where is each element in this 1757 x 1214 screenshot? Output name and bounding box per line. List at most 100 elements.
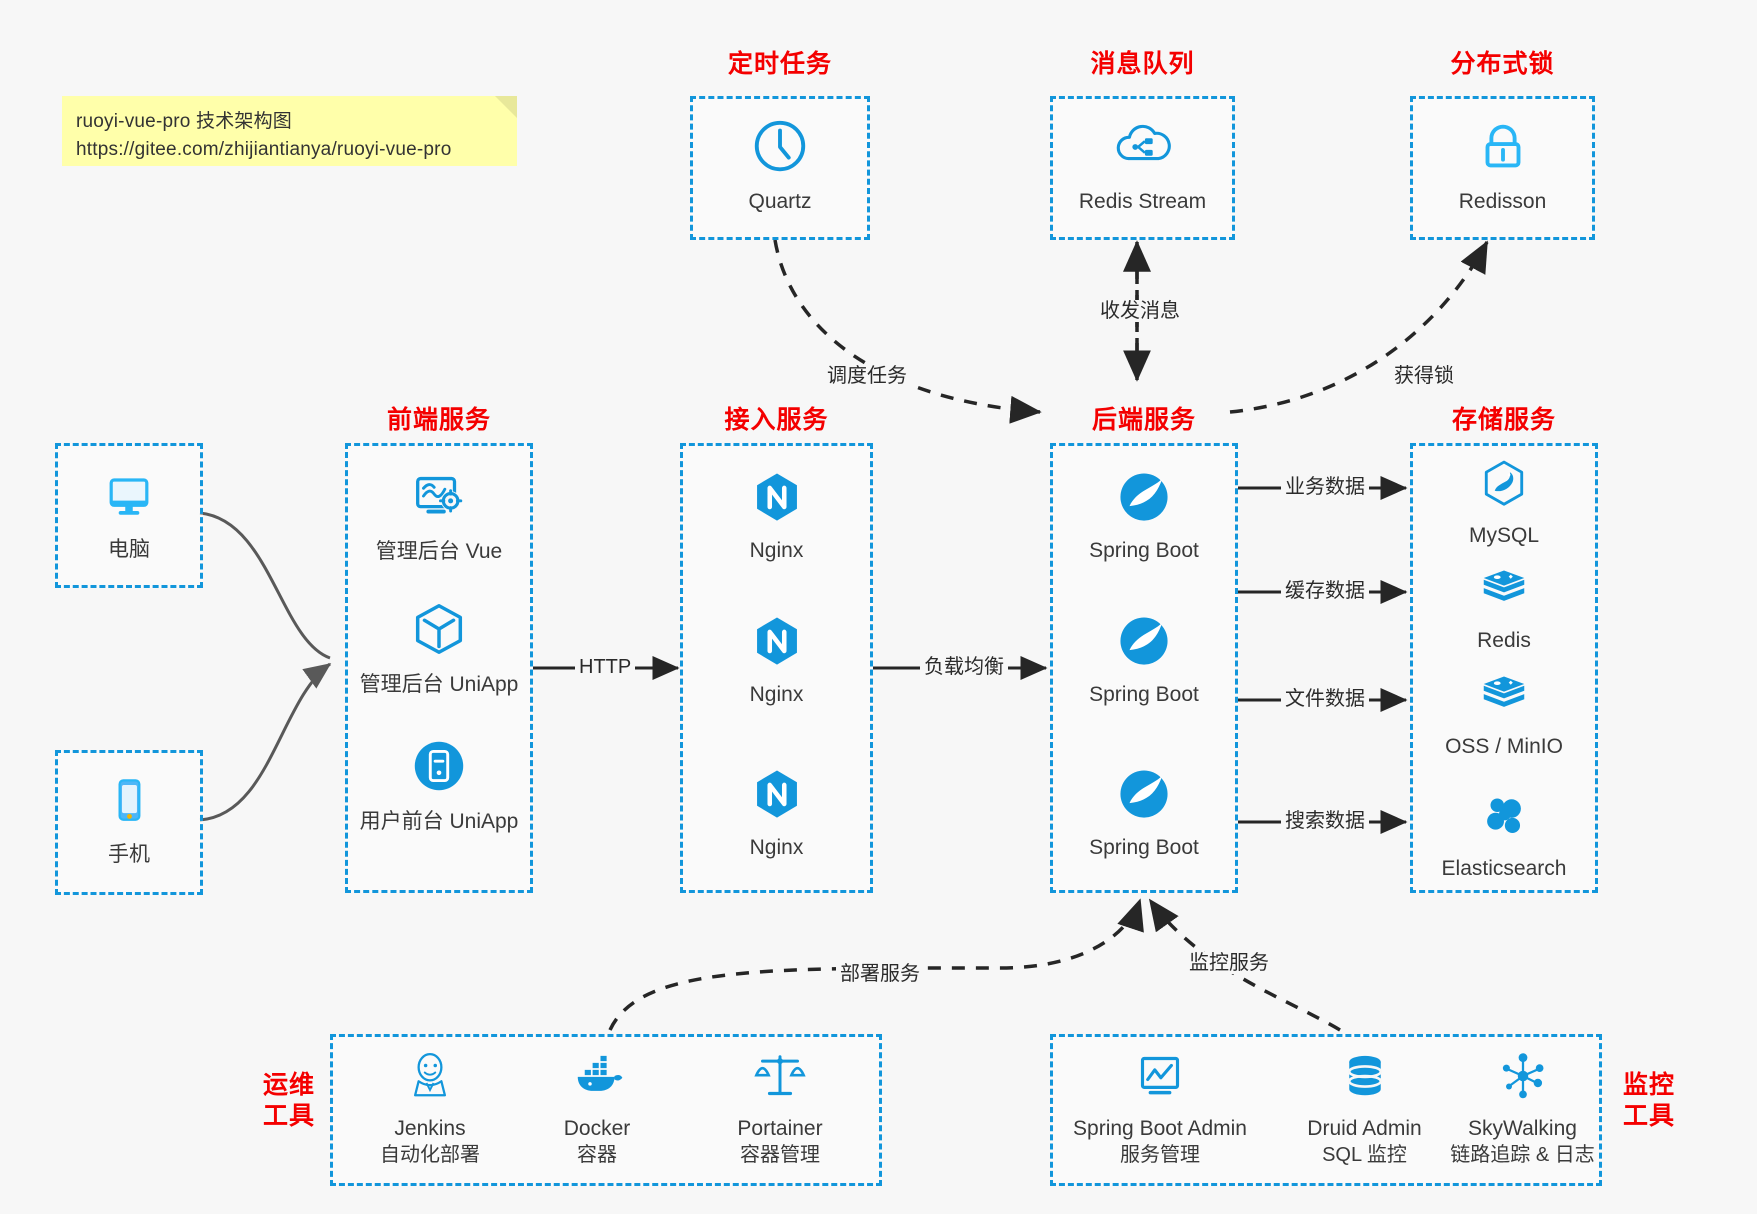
node-elasticsearch[interactable]: Elasticsearch	[1410, 790, 1598, 882]
node-redis-stream[interactable]: Redis Stream	[1050, 115, 1235, 215]
edge-label-search-data: 搜索数据	[1281, 810, 1369, 832]
lock-icon	[1472, 115, 1534, 182]
node-label: Nginx	[749, 836, 804, 859]
header-devops-line1: 运维	[262, 1071, 315, 1099]
node-desc: 服务管理	[1120, 1144, 1200, 1167]
node-nginx-1[interactable]: Nginx	[680, 468, 873, 564]
node-name: SkyWalking	[1468, 1117, 1577, 1140]
node-label: Nginx	[749, 539, 804, 562]
edge-label-deploy-service: 部署服务	[836, 963, 924, 985]
node-name: Jenkins	[394, 1117, 466, 1140]
header-monitor-line1: 监控	[1622, 1071, 1675, 1099]
node-admin-uniapp[interactable]: 管理后台 UniApp	[345, 598, 533, 698]
edge-label-send-receive-message: 收发消息	[1096, 300, 1184, 322]
cube-icon	[408, 598, 470, 665]
node-redisson[interactable]: Redisson	[1410, 115, 1595, 215]
edge-label-load-balance: 负载均衡	[920, 656, 1008, 678]
box-frontend-service	[345, 443, 533, 893]
node-spring-boot-1[interactable]: Spring Boot	[1050, 468, 1238, 564]
mobile-app-icon	[408, 735, 470, 802]
edge-label-cache-data: 缓存数据	[1281, 580, 1369, 602]
header-backend-service: 后端服务	[1091, 406, 1196, 434]
nginx-icon	[748, 612, 806, 675]
edge-label-file-data: 文件数据	[1281, 688, 1369, 710]
node-computer[interactable]: 电脑	[55, 465, 203, 563]
node-spring-boot-3[interactable]: Spring Boot	[1050, 765, 1238, 861]
node-user-uniapp[interactable]: 用户前台 UniApp	[345, 735, 533, 835]
monitor-chart-icon	[1132, 1048, 1188, 1109]
node-desc: 链路追踪 & 日志	[1450, 1144, 1595, 1167]
spring-boot-icon	[1115, 612, 1173, 675]
note-url: https://gitee.com/zhijiantianya/ruoyi-vu…	[76, 138, 452, 160]
spring-boot-icon	[1115, 468, 1173, 531]
nginx-icon	[748, 468, 806, 531]
node-portainer[interactable]: Portainer 容器管理	[690, 1048, 870, 1168]
note-fold-corner	[495, 96, 517, 118]
edge-label-http: HTTP	[575, 656, 636, 678]
box-message-queue	[1050, 96, 1235, 240]
header-storage-service: 存储服务	[1451, 406, 1556, 434]
cloud-stream-icon	[1112, 115, 1174, 182]
node-jenkins[interactable]: Jenkins 自动化部署	[345, 1048, 515, 1168]
network-nodes-icon	[1495, 1048, 1551, 1109]
header-gateway-service: 接入服务	[724, 406, 829, 434]
balance-scale-icon	[752, 1048, 808, 1109]
node-nginx-3[interactable]: Nginx	[680, 765, 873, 861]
node-label: OSS / MinIO	[1445, 735, 1563, 758]
diagram-note: ruoyi-vue-pro 技术架构图 https://gitee.com/zh…	[62, 96, 517, 166]
edge-label-acquire-lock: 获得锁	[1390, 365, 1458, 387]
database-icon	[1337, 1048, 1393, 1109]
node-spring-boot-admin[interactable]: Spring Boot Admin 服务管理	[1055, 1048, 1265, 1168]
node-label: Quartz	[748, 190, 812, 213]
jenkins-butler-icon	[402, 1048, 458, 1109]
node-label: MySQL	[1468, 524, 1539, 547]
node-oss-minio[interactable]: OSS / MinIO	[1410, 668, 1598, 760]
node-mysql[interactable]: MySQL	[1410, 457, 1598, 549]
edge-label-monitor-service: 监控服务	[1185, 952, 1273, 974]
node-name: Docker	[563, 1117, 631, 1140]
edge-label-schedule-task: 调度任务	[823, 365, 911, 387]
header-scheduled-task: 定时任务	[727, 50, 832, 78]
node-name: Druid Admin	[1307, 1117, 1422, 1140]
node-label: 手机	[108, 843, 150, 866]
node-label: Spring Boot	[1089, 683, 1199, 706]
node-spring-boot-2[interactable]: Spring Boot	[1050, 612, 1238, 708]
spring-boot-icon	[1115, 765, 1173, 828]
node-nginx-2[interactable]: Nginx	[680, 612, 873, 708]
clock-icon	[749, 115, 811, 182]
node-druid-admin[interactable]: Druid Admin SQL 监控	[1272, 1048, 1457, 1168]
header-frontend-service: 前端服务	[386, 406, 491, 434]
node-label: 管理后台 Vue	[375, 540, 503, 563]
note-title: ruoyi-vue-pro 技术架构图	[76, 111, 293, 132]
node-label: Redis	[1477, 629, 1531, 652]
node-label: Nginx	[749, 683, 804, 706]
node-admin-vue[interactable]: 管理后台 Vue	[345, 465, 533, 565]
node-mobile[interactable]: 手机	[55, 770, 203, 868]
node-label: Elasticsearch	[1441, 857, 1567, 880]
node-label: Spring Boot	[1089, 836, 1199, 859]
dashboard-settings-icon	[408, 465, 470, 532]
box-client-mobile	[55, 750, 203, 895]
node-label: 用户前台 UniApp	[359, 810, 519, 833]
object-storage-icon	[1477, 668, 1531, 727]
node-skywalking[interactable]: SkyWalking 链路追踪 & 日志	[1430, 1048, 1615, 1168]
mysql-dolphin-icon	[1477, 457, 1531, 516]
node-docker[interactable]: Docker 容器	[512, 1048, 682, 1168]
header-distributed-lock: 分布式锁	[1450, 50, 1555, 78]
node-desc: SQL 监控	[1322, 1144, 1407, 1167]
node-quartz[interactable]: Quartz	[690, 115, 870, 215]
node-desc: 容器	[577, 1144, 617, 1167]
edge-label-business-data: 业务数据	[1281, 476, 1369, 498]
node-label: Spring Boot	[1089, 539, 1199, 562]
node-name: Portainer	[737, 1117, 823, 1140]
mobile-phone-icon	[99, 770, 159, 835]
node-label: Redis Stream	[1078, 190, 1207, 213]
box-scheduled-task	[690, 96, 870, 240]
box-distributed-lock	[1410, 96, 1595, 240]
nginx-icon	[748, 765, 806, 828]
node-redis[interactable]: Redis	[1410, 562, 1598, 654]
header-monitor-tools: 监控 工具	[1618, 1070, 1680, 1133]
redis-stack-icon	[1477, 562, 1531, 621]
node-label: 电脑	[108, 538, 150, 561]
